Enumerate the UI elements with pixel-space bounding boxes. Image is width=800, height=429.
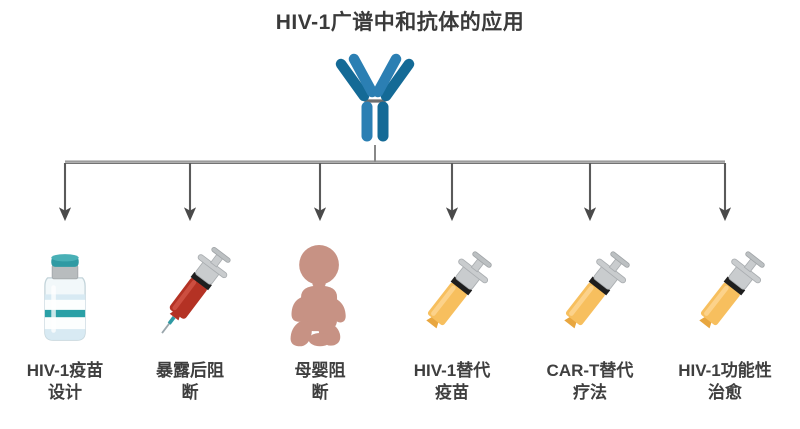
baby-icon <box>260 228 380 350</box>
branch-label-2: 暴露后阻 断 <box>127 360 253 404</box>
branch-label-3-line2: 断 <box>311 382 329 402</box>
page-title: HIV-1广谱中和抗体的应用 <box>275 11 525 34</box>
branch-label-4-line1: HIV-1替代 <box>413 361 491 380</box>
branch-label-1-line2: 设计 <box>48 382 82 402</box>
branch-post-exposure-prophylaxis: 暴露后阻 断 <box>124 228 256 424</box>
branch-car-t-alternative-therapy: CAR-T替代 疗法 <box>524 228 656 424</box>
branch-label-3-line1: 母婴阻 <box>294 361 346 380</box>
branch-label-5-line1: CAR-T替代 <box>546 361 634 380</box>
branch-label-6-line1: HIV-1功能性 <box>678 361 772 380</box>
antibody-icon <box>325 52 425 144</box>
branch-label-1-line1: HIV-1疫苗 <box>26 361 104 380</box>
connector-tree <box>0 145 800 235</box>
branch-label-6-line2: 治愈 <box>708 382 742 402</box>
syringe-orange-icon <box>392 228 512 350</box>
syringe-red-icon <box>130 228 250 350</box>
branch-label-4-line2: 疫苗 <box>435 382 469 402</box>
branch-label-2-line1: 暴露后阻 <box>156 361 224 380</box>
branch-label-4: HIV-1替代 疫苗 <box>389 360 515 404</box>
branch-label-3: 母婴阻 断 <box>257 360 383 404</box>
branch-label-1: HIV-1疫苗 设计 <box>2 360 128 404</box>
branch-label-2-line2: 断 <box>181 382 199 402</box>
branch-label-5: CAR-T替代 疗法 <box>527 360 653 404</box>
vaccine-vial-icon <box>5 228 125 350</box>
branch-label-5-line2: 疗法 <box>573 382 607 402</box>
syringe-orange-icon <box>665 228 785 350</box>
branch-hiv-1-vaccine-design: HIV-1疫苗 设计 <box>0 228 131 424</box>
syringe-orange-icon <box>530 228 650 350</box>
branch-mother-to-child-blocking: 母婴阻 断 <box>254 228 386 424</box>
branch-label-6: HIV-1功能性 治愈 <box>662 360 788 404</box>
branch-hiv-1-alternative-vaccine: HIV-1替代 疫苗 <box>386 228 518 424</box>
branch-hiv-1-functional-cure: HIV-1功能性 治愈 <box>659 228 791 424</box>
